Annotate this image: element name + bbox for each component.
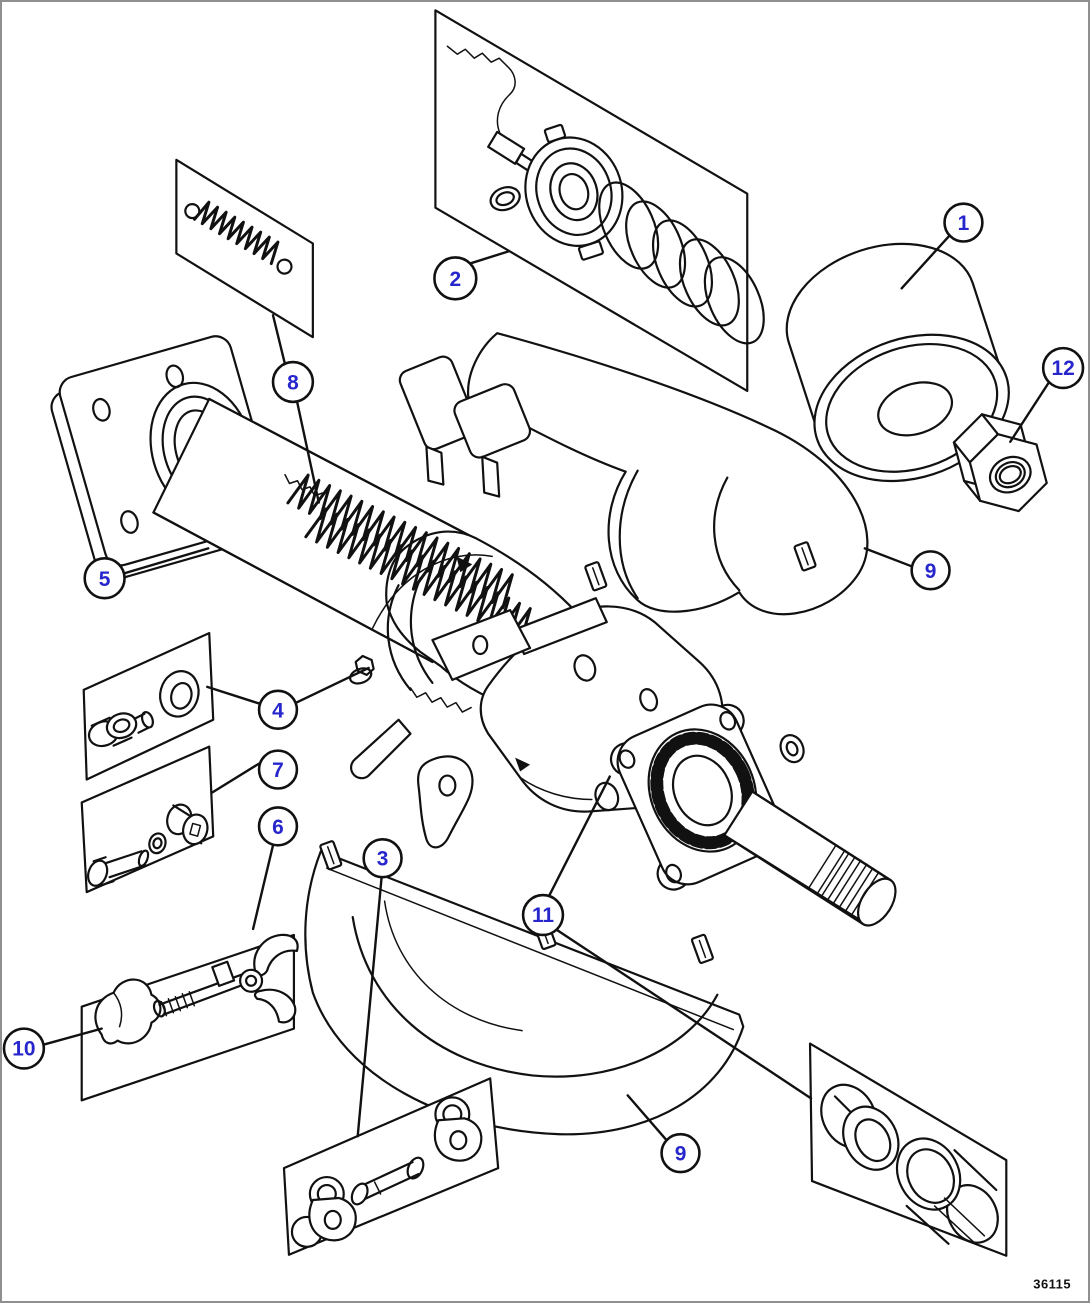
svg-text:10: 10 — [12, 1038, 35, 1061]
horn-contact-hub — [524, 123, 624, 261]
tilt-coil-springs — [284, 473, 532, 644]
part-hub-bearing-shaft — [609, 703, 897, 927]
svg-text:7: 7 — [272, 759, 284, 782]
callout-10[interactable]: 10 — [2, 1027, 46, 1070]
ring-bushing — [820, 1083, 900, 1171]
pivot-bolt — [87, 710, 154, 748]
part-hex-nut — [952, 413, 1048, 513]
svg-text:12: 12 — [1051, 357, 1074, 380]
callout-12[interactable]: 12 — [1041, 346, 1085, 390]
switch-bracket — [398, 355, 532, 498]
lever-cam-left — [290, 1175, 357, 1248]
horn-coil-spring — [598, 181, 765, 345]
detail-box-bushing — [80, 745, 215, 894]
o-ring — [489, 186, 521, 212]
detail-box-spring — [175, 158, 314, 339]
svg-text:1: 1 — [958, 212, 970, 235]
steering-shaft — [723, 790, 897, 927]
callout-5[interactable]: 5 — [83, 557, 126, 600]
callout-9-lower[interactable]: 9 — [660, 1132, 701, 1174]
bushing-cylinder — [166, 803, 209, 846]
link-pin — [350, 1156, 425, 1206]
callout-1[interactable]: 1 — [943, 202, 984, 243]
leader-lines — [42, 234, 1051, 1142]
lock-cylinder — [895, 1137, 999, 1245]
release-pin — [350, 718, 412, 780]
detail-box-pivot-bolt — [82, 631, 215, 781]
figure-number: 36115 — [1033, 1277, 1071, 1292]
callout-6[interactable]: 6 — [257, 806, 299, 847]
part-lower-shell-cover — [304, 840, 745, 1136]
svg-text:2: 2 — [450, 268, 462, 291]
lever-cam-right — [433, 1096, 483, 1162]
grommet-ring — [159, 670, 200, 718]
part-upper-shell-cover — [467, 332, 869, 616]
callout-8[interactable]: 8 — [271, 360, 315, 404]
svg-text:3: 3 — [377, 848, 389, 871]
clamp-bolt — [349, 654, 375, 685]
shift-fork-and-rod — [152, 933, 299, 1024]
svg-text:4: 4 — [272, 699, 284, 722]
callout-7[interactable]: 7 — [257, 749, 299, 790]
svg-text:9: 9 — [675, 1143, 687, 1166]
tension-spring — [184, 200, 293, 275]
detail-box-levers — [282, 1077, 500, 1256]
tilt-lever — [416, 755, 474, 849]
svg-text:8: 8 — [287, 371, 299, 394]
tilt-clamp-and-lever — [349, 556, 532, 849]
callout-2[interactable]: 2 — [433, 256, 478, 301]
svg-text:6: 6 — [272, 816, 284, 839]
svg-text:5: 5 — [99, 568, 111, 591]
callout-4[interactable]: 4 — [257, 689, 299, 731]
gear-sector-teeth — [409, 687, 472, 713]
svg-text:11: 11 — [532, 904, 554, 927]
tilt-knob — [94, 978, 162, 1045]
ball-bearing — [647, 728, 758, 853]
detail-box-lock — [808, 1042, 1008, 1257]
callout-11[interactable]: 11 — [521, 893, 565, 937]
small-o-ring — [148, 832, 167, 855]
shoulder-bolt — [87, 849, 150, 887]
svg-text:9: 9 — [925, 560, 937, 583]
callout-9-upper[interactable]: 9 — [910, 550, 951, 591]
detail-box-horn-contact — [434, 9, 765, 393]
callout-3[interactable]: 3 — [362, 838, 403, 879]
